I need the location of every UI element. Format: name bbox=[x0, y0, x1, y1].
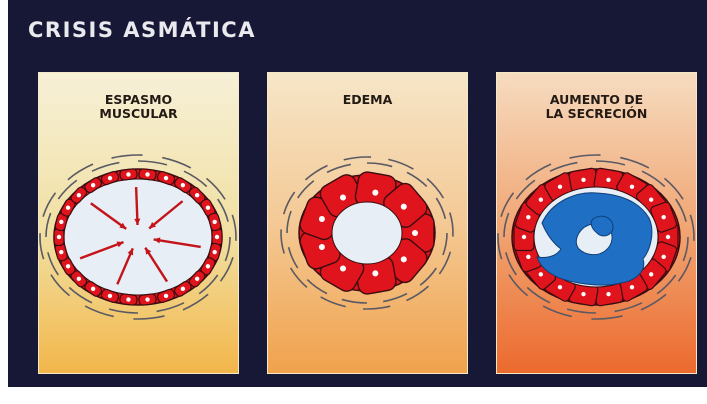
muscle-fiber bbox=[342, 299, 367, 303]
espasmo-airway-illustration bbox=[39, 73, 238, 373]
muscle-fiber bbox=[596, 161, 625, 165]
muscle-fiber bbox=[138, 161, 167, 165]
muscle-fiber bbox=[504, 213, 509, 237]
bottom-border bbox=[8, 387, 707, 404]
epithelial-cell bbox=[138, 168, 156, 180]
secrecion-airway-illustration bbox=[497, 73, 696, 373]
muscle-fiber bbox=[298, 181, 314, 198]
muscle-fiber bbox=[281, 229, 284, 253]
epithelial-cell bbox=[54, 229, 64, 246]
muscle-fiber bbox=[420, 268, 436, 285]
muscle-fiber bbox=[550, 163, 577, 172]
muscle-fiber bbox=[690, 215, 694, 241]
muscle-fiber bbox=[232, 215, 236, 241]
muscle-fiber bbox=[162, 158, 191, 168]
airway-lumen bbox=[64, 179, 212, 295]
muscle-fiber bbox=[46, 213, 51, 237]
panel-espasmo-muscular: ESPASMO MUSCULAR bbox=[38, 72, 239, 374]
muscle-fiber bbox=[567, 309, 596, 313]
muscle-fiber bbox=[225, 237, 230, 261]
muscle-fiber bbox=[591, 316, 622, 319]
muscle-fiber bbox=[307, 280, 327, 294]
muscle-fiber bbox=[501, 193, 513, 217]
cell-nucleus bbox=[215, 235, 219, 239]
muscle-fiber bbox=[92, 163, 119, 172]
muscle-fiber bbox=[327, 164, 351, 172]
muscle-fiber bbox=[679, 257, 691, 281]
muscle-fiber bbox=[388, 159, 413, 169]
muscle-fiber bbox=[363, 306, 390, 309]
muscle-fiber bbox=[443, 233, 447, 255]
muscle-fiber bbox=[221, 257, 233, 281]
muscle-fiber bbox=[109, 309, 138, 313]
muscle-fiber bbox=[284, 192, 295, 214]
muscle-fiber bbox=[439, 252, 450, 274]
epithelial-cell bbox=[119, 168, 137, 180]
muscle-fiber bbox=[321, 297, 346, 307]
muscle-fiber bbox=[509, 275, 528, 296]
muscle-fiber bbox=[344, 157, 371, 160]
muscle-fiber bbox=[51, 275, 70, 296]
muscle-fiber bbox=[436, 198, 445, 219]
cell-nucleus bbox=[666, 235, 670, 239]
diagram-title: CRISIS ASMÁTICA bbox=[28, 18, 256, 42]
cell-nucleus bbox=[522, 235, 526, 239]
epithelial-cell bbox=[212, 229, 222, 246]
muscle-fiber bbox=[427, 179, 443, 198]
epithelial-cell bbox=[138, 294, 156, 306]
muscle-fiber bbox=[133, 316, 164, 319]
edema-airway-illustration bbox=[268, 73, 467, 373]
cell-nucleus bbox=[57, 235, 61, 239]
muscle-fiber bbox=[450, 212, 453, 236]
cell-nucleus bbox=[412, 230, 418, 236]
muscle-fiber bbox=[367, 163, 392, 167]
muscle-fiber bbox=[664, 178, 683, 199]
airway-lumen bbox=[332, 202, 402, 264]
panel-aumento-secrecion: AUMENTO DE LA SECRECIÓN bbox=[496, 72, 697, 374]
muscle-fiber bbox=[570, 155, 601, 158]
muscle-fiber bbox=[498, 233, 502, 259]
muscle-fiber bbox=[683, 237, 688, 261]
muscle-fiber bbox=[112, 155, 143, 158]
muscle-fiber bbox=[526, 164, 551, 180]
muscle-fiber bbox=[543, 306, 572, 316]
muscle-fiber bbox=[85, 306, 114, 316]
epithelial-cell bbox=[119, 294, 137, 306]
muscle-fiber bbox=[68, 164, 93, 180]
muscle-fiber bbox=[287, 211, 291, 233]
muscle-fiber bbox=[620, 158, 649, 168]
panel-edema: EDEMA bbox=[267, 72, 468, 374]
muscle-fiber bbox=[383, 294, 407, 302]
muscle-fiber bbox=[206, 178, 225, 199]
muscle-fiber bbox=[291, 268, 307, 287]
muscle-fiber bbox=[289, 247, 298, 268]
muscle-fiber bbox=[183, 294, 208, 310]
muscle-fiber bbox=[305, 165, 327, 179]
muscle-fiber bbox=[641, 294, 666, 310]
muscle-fiber bbox=[43, 193, 55, 217]
muscle-fiber bbox=[157, 303, 184, 312]
muscle-fiber bbox=[406, 286, 428, 300]
muscle-fiber bbox=[615, 303, 642, 312]
muscle-fiber bbox=[40, 233, 44, 259]
